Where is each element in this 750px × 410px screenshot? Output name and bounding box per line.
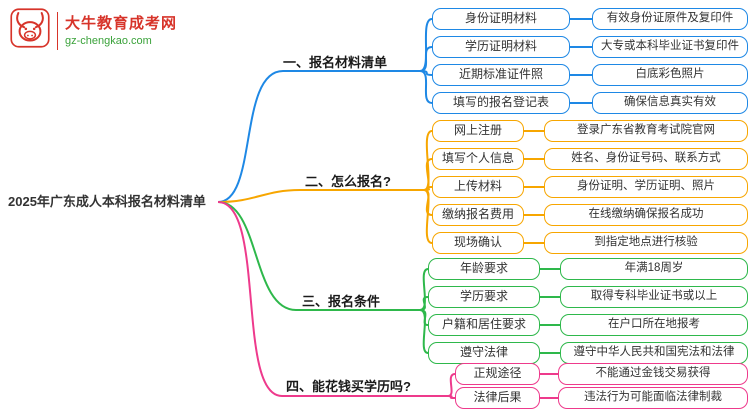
connector-branch2-child4 bbox=[423, 189, 433, 216]
connector-branch3-child3 bbox=[419, 309, 429, 326]
connector-branch3-child4 bbox=[419, 309, 429, 354]
connector-branch1-child4 bbox=[419, 70, 433, 104]
detail-node: 在户口所在地报考 bbox=[560, 314, 748, 336]
branch4-topic: 四、能花钱买学历吗? bbox=[286, 379, 411, 394]
detail-node: 取得专科毕业证书或以上 bbox=[560, 286, 748, 308]
detail-node: 违法行为可能面临法律制裁 bbox=[558, 387, 748, 409]
topic-node: 户籍和居住要求 bbox=[428, 314, 540, 336]
bull-logo-icon bbox=[10, 8, 50, 53]
site-logo: 大牛教育成考网 gz-chengkao.com bbox=[10, 8, 177, 53]
detail-node: 有效身份证原件及复印件 bbox=[592, 8, 748, 30]
branch1-topic: 一、报名材料清单 bbox=[283, 55, 388, 70]
site-name: 大牛教育成考网 bbox=[65, 14, 178, 32]
detail-node: 姓名、身份证号码、联系方式 bbox=[544, 148, 748, 170]
detail-node: 不能通过金钱交易获得 bbox=[558, 363, 748, 385]
root-topic: 2025年广东成人本科报名材料清单 bbox=[8, 194, 206, 209]
detail-node: 遵守中华人民共和国宪法和法律 bbox=[560, 342, 748, 364]
detail-node: 身份证明、学历证明、照片 bbox=[544, 176, 748, 198]
detail-node: 确保信息真实有效 bbox=[592, 92, 748, 114]
detail-node: 登录广东省教育考试院官网 bbox=[544, 120, 748, 142]
topic-node: 填写个人信息 bbox=[432, 148, 524, 170]
branch3-topic: 三、报名条件 bbox=[302, 294, 381, 309]
topic-node: 填写的报名登记表 bbox=[432, 92, 570, 114]
connector-branch3-child2 bbox=[419, 296, 429, 311]
detail-node: 到指定地点进行核验 bbox=[544, 232, 748, 254]
logo-divider bbox=[57, 11, 58, 50]
topic-node: 近期标准证件照 bbox=[432, 64, 570, 86]
topic-node: 遵守法律 bbox=[428, 342, 540, 364]
connector-branch2-child3 bbox=[423, 186, 433, 191]
branch2-topic: 二、怎么报名? bbox=[305, 174, 391, 189]
topic-node: 上传材料 bbox=[432, 176, 524, 198]
connector-branch4-child2 bbox=[447, 395, 456, 399]
topic-node: 身份证明材料 bbox=[432, 8, 570, 30]
topic-node: 学历证明材料 bbox=[432, 36, 570, 58]
connector-root-branch2 bbox=[217, 189, 424, 203]
connector-branch2-child5 bbox=[423, 189, 433, 244]
connector-branch4-child1 bbox=[447, 373, 456, 397]
topic-node: 缴纳报名费用 bbox=[432, 204, 524, 226]
connector-branch1-child3 bbox=[419, 70, 433, 76]
connector-branch1-child2 bbox=[419, 46, 433, 72]
connector-branch2-child2 bbox=[423, 158, 433, 191]
detail-node: 白底彩色照片 bbox=[592, 64, 748, 86]
topic-node: 现场确认 bbox=[432, 232, 524, 254]
topic-node: 法律后果 bbox=[455, 387, 540, 409]
topic-node: 学历要求 bbox=[428, 286, 540, 308]
logo-text-block: 大牛教育成考网 gz-chengkao.com bbox=[65, 14, 177, 48]
connector-branch3-child1 bbox=[419, 268, 429, 311]
connector-branch1-child1 bbox=[419, 18, 433, 72]
topic-node: 正规途径 bbox=[455, 363, 540, 385]
site-domain: gz-chengkao.com bbox=[65, 34, 152, 47]
topic-node: 年龄要求 bbox=[428, 258, 540, 280]
detail-node: 在线缴纳确保报名成功 bbox=[544, 204, 748, 226]
topic-node: 网上注册 bbox=[432, 120, 524, 142]
detail-node: 年满18周岁 bbox=[560, 258, 748, 280]
detail-node: 大专或本科毕业证书复印件 bbox=[592, 36, 748, 58]
connector-branch2-child1 bbox=[423, 130, 433, 191]
